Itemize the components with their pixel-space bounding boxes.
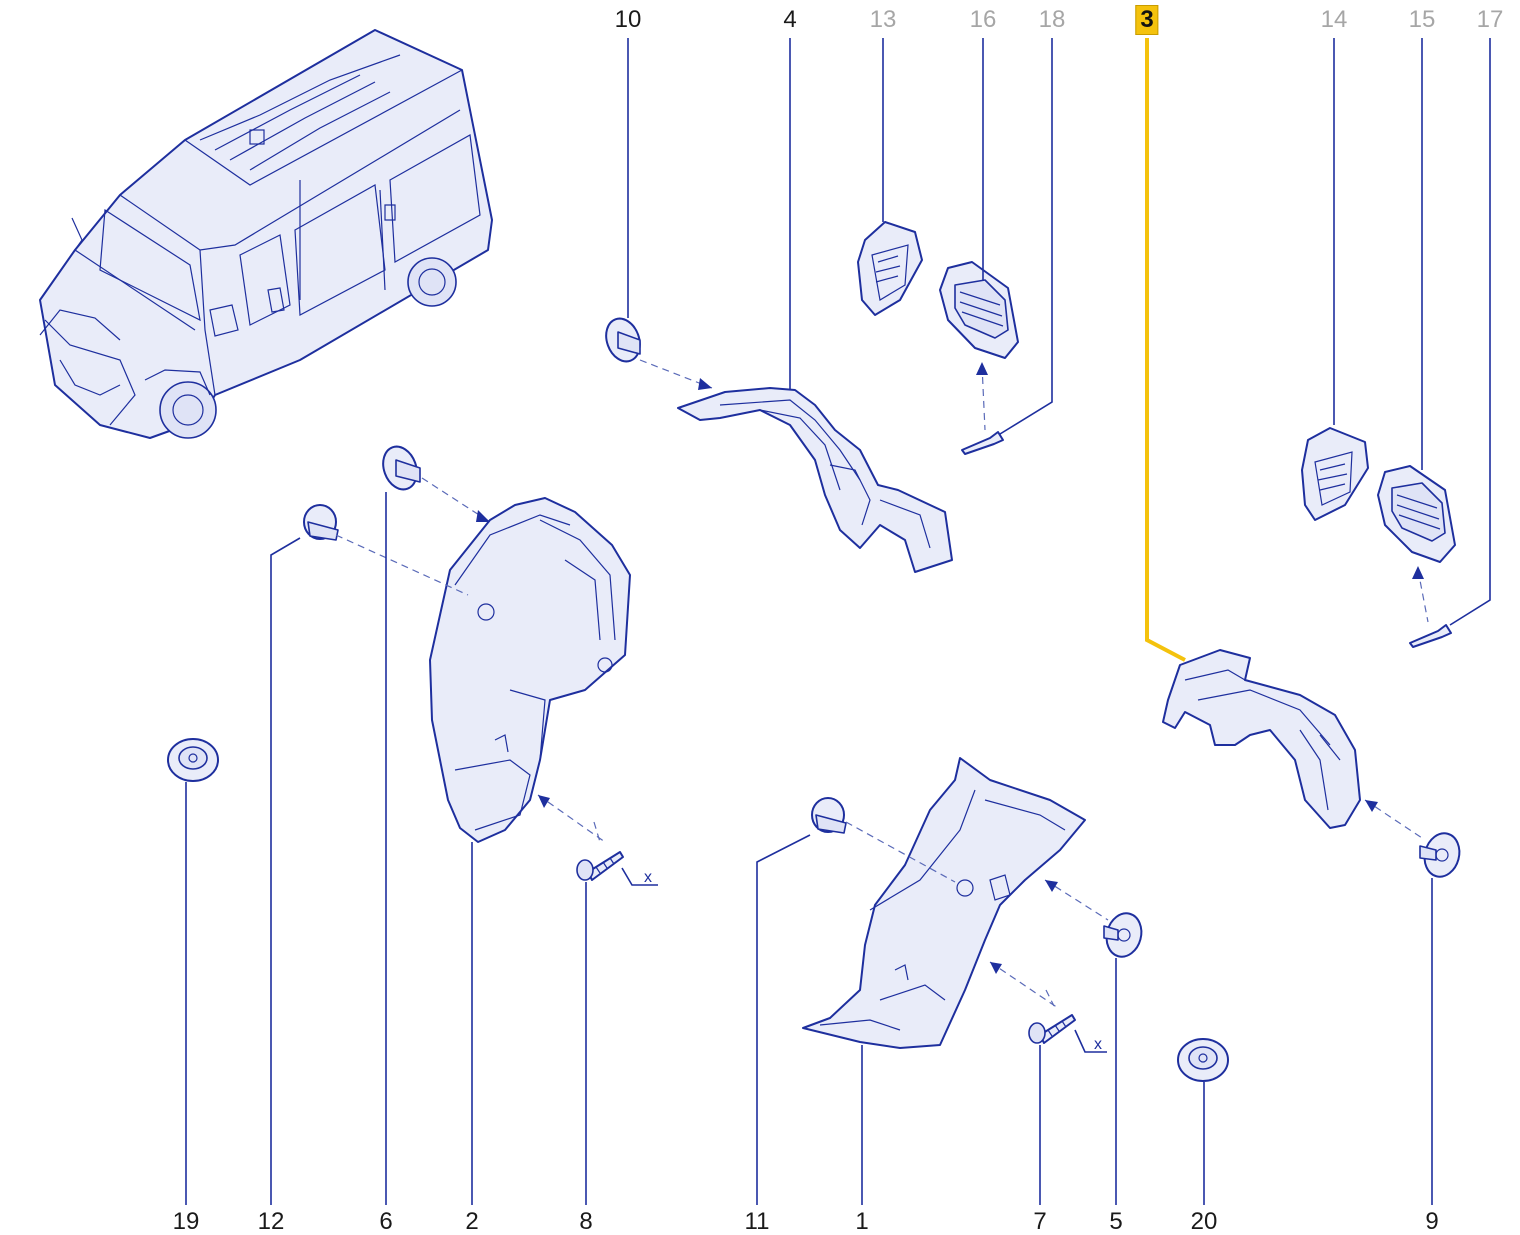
part-6-clip [382, 445, 421, 491]
part-15-vent-cover [1377, 465, 1456, 563]
highlight-leader-line [1145, 38, 1186, 662]
callout-6[interactable]: 6 [379, 1208, 393, 1235]
callout-20[interactable]: 20 [1190, 1208, 1218, 1235]
part-9-clip [1419, 832, 1461, 878]
part-20-grommet [1177, 1038, 1229, 1082]
part-11-plug [811, 797, 847, 834]
callout-13[interactable]: 13 [869, 6, 897, 33]
callout-7[interactable]: 7 [1033, 1208, 1047, 1235]
direction-x-label-left: x [644, 869, 652, 886]
part-7-screw [1028, 1014, 1076, 1044]
part-4-wheel-arch-liner [677, 387, 953, 573]
assembly-lines [335, 359, 1429, 1009]
leader-lines [185, 38, 1491, 1205]
part-19-grommet [167, 738, 219, 782]
callout-4[interactable]: 4 [783, 6, 797, 33]
part-16-vent-cover [939, 261, 1019, 359]
part-3-wheel-arch-liner [1162, 649, 1361, 829]
van-illustration [39, 29, 493, 439]
part-8-screw [576, 851, 624, 881]
part-18-pin [961, 431, 1004, 455]
direction-x-label-right: x [1094, 1036, 1102, 1053]
callout-9[interactable]: 9 [1425, 1208, 1439, 1235]
callout-3-highlighted[interactable]: 3 [1135, 5, 1159, 35]
part-14-vent-grille [1301, 427, 1369, 521]
part-12-plug [303, 504, 339, 541]
part-10-clip [605, 317, 641, 363]
callout-11[interactable]: 11 [744, 1208, 770, 1235]
direction-marker-right [1074, 1029, 1107, 1053]
part-13-vent-grille [857, 221, 923, 316]
direction-marker-left [621, 867, 658, 886]
callout-1[interactable]: 1 [855, 1208, 869, 1235]
callout-14[interactable]: 14 [1320, 6, 1348, 33]
callout-19[interactable]: 19 [172, 1208, 200, 1235]
callout-8[interactable]: 8 [579, 1208, 593, 1235]
callout-17[interactable]: 17 [1476, 6, 1504, 33]
callout-18[interactable]: 18 [1038, 6, 1066, 33]
part-2-wheel-arch-liner [429, 497, 631, 843]
callout-2[interactable]: 2 [465, 1208, 479, 1235]
callout-15[interactable]: 15 [1408, 6, 1436, 33]
callout-5[interactable]: 5 [1109, 1208, 1123, 1235]
part-1-wheel-arch-liner [802, 757, 1086, 1049]
callout-16[interactable]: 16 [969, 6, 997, 33]
part-17-pin [1409, 624, 1452, 648]
part-5-clip [1103, 912, 1143, 958]
callout-12[interactable]: 12 [257, 1208, 285, 1235]
callout-10[interactable]: 10 [614, 6, 642, 33]
